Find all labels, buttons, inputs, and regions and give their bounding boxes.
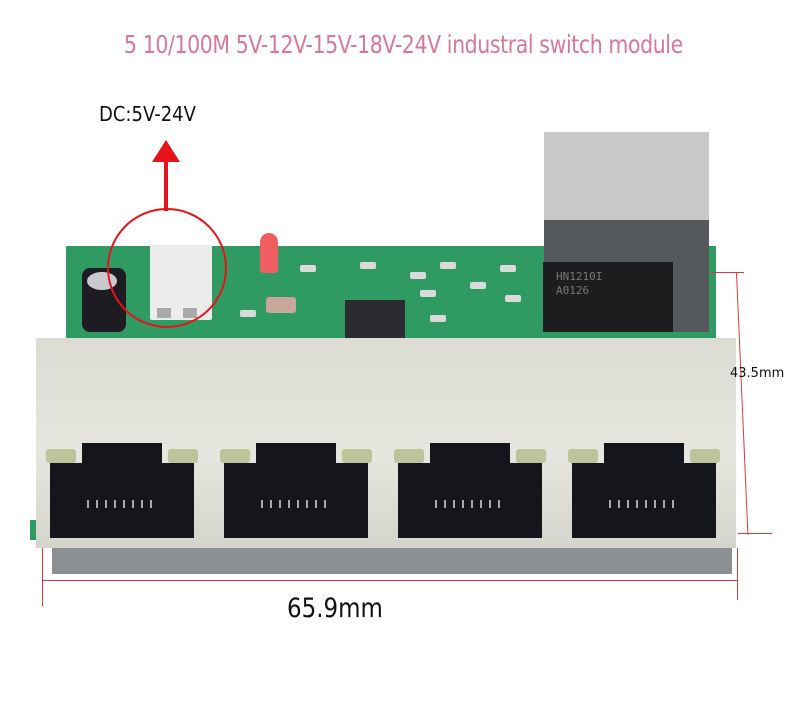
smd-component (505, 295, 521, 302)
width-dimension-tick (42, 548, 43, 606)
arrow-up-icon (152, 140, 180, 162)
smd-component (300, 265, 316, 272)
network-transformer (543, 262, 673, 332)
rj45-port-1[interactable] (42, 443, 202, 538)
port-led-icon (220, 449, 250, 463)
port-pins (261, 500, 331, 508)
red-led (260, 233, 278, 273)
height-dimension-label: 43.5mm (730, 366, 785, 381)
height-dimension-tick (710, 272, 744, 273)
product-title: 5 10/100M 5V-12V-15V-18V-24V industral s… (124, 30, 683, 59)
port-led-icon (168, 449, 198, 463)
smd-component (410, 272, 426, 279)
port-pins (87, 500, 157, 508)
port-led-icon (46, 449, 76, 463)
height-dimension-tick (738, 533, 772, 534)
smd-component (500, 265, 516, 272)
arrow-shaft (164, 155, 168, 211)
width-dimension-tick (737, 548, 738, 600)
port-led-icon (342, 449, 372, 463)
port-pins (435, 500, 505, 508)
housing-base (52, 548, 732, 574)
switch-chip (345, 300, 405, 340)
port-led-icon (516, 449, 546, 463)
smd-component (430, 315, 446, 322)
smd-component (470, 282, 486, 289)
port-led-icon (394, 449, 424, 463)
crystal-oscillator (266, 297, 296, 313)
rj45-port-3[interactable] (390, 443, 550, 538)
smd-component (440, 262, 456, 269)
rj45-port-4[interactable] (564, 443, 724, 538)
width-dimension-label: 65.9mm (287, 593, 383, 624)
transformer-marking: HN1210I A0126 (556, 270, 603, 297)
rj45-port-2[interactable] (216, 443, 376, 538)
port-led-icon (690, 449, 720, 463)
width-dimension-line (42, 580, 738, 581)
smd-component (240, 310, 256, 317)
power-input-label: DC:5V-24V (99, 102, 196, 126)
port-pins (609, 500, 679, 508)
smd-component (420, 290, 436, 297)
highlight-circle (107, 208, 227, 328)
port-led-icon (568, 449, 598, 463)
height-dimension-line (736, 272, 749, 535)
smd-component (360, 262, 376, 269)
